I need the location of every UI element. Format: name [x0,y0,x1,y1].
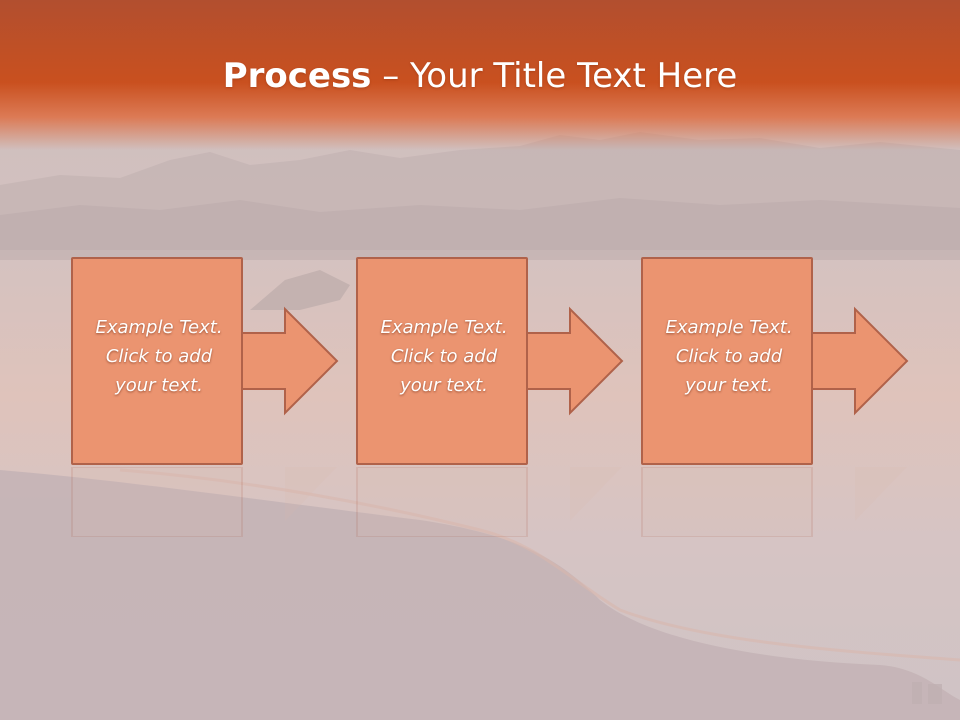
step-box[interactable]: Example Text. Click to add your text. [356,257,528,465]
process-step-3[interactable]: Example Text. Click to add your text. [641,257,911,537]
step-box[interactable]: Example Text. Click to add your text. [641,257,813,465]
step-box[interactable]: Example Text. Click to add your text. [71,257,243,465]
title-rest-part: – Your Title Text Here [371,56,738,96]
process-step-2[interactable]: Example Text. Click to add your text. [356,257,626,537]
step-text[interactable]: Example Text. Click to add your text. [380,317,508,396]
process-step-1[interactable]: Example Text. Click to add your text. [71,257,341,537]
step-reflection [356,467,626,537]
step-text[interactable]: Example Text. Click to add your text. [665,317,793,396]
title-bold-part: Process [222,56,372,96]
slide-title[interactable]: Process – Your Title Text Here [0,54,960,98]
step-text[interactable]: Example Text. Click to add your text. [95,317,223,396]
step-reflection [641,467,911,537]
title-band [0,0,960,150]
step-reflection [71,467,341,537]
